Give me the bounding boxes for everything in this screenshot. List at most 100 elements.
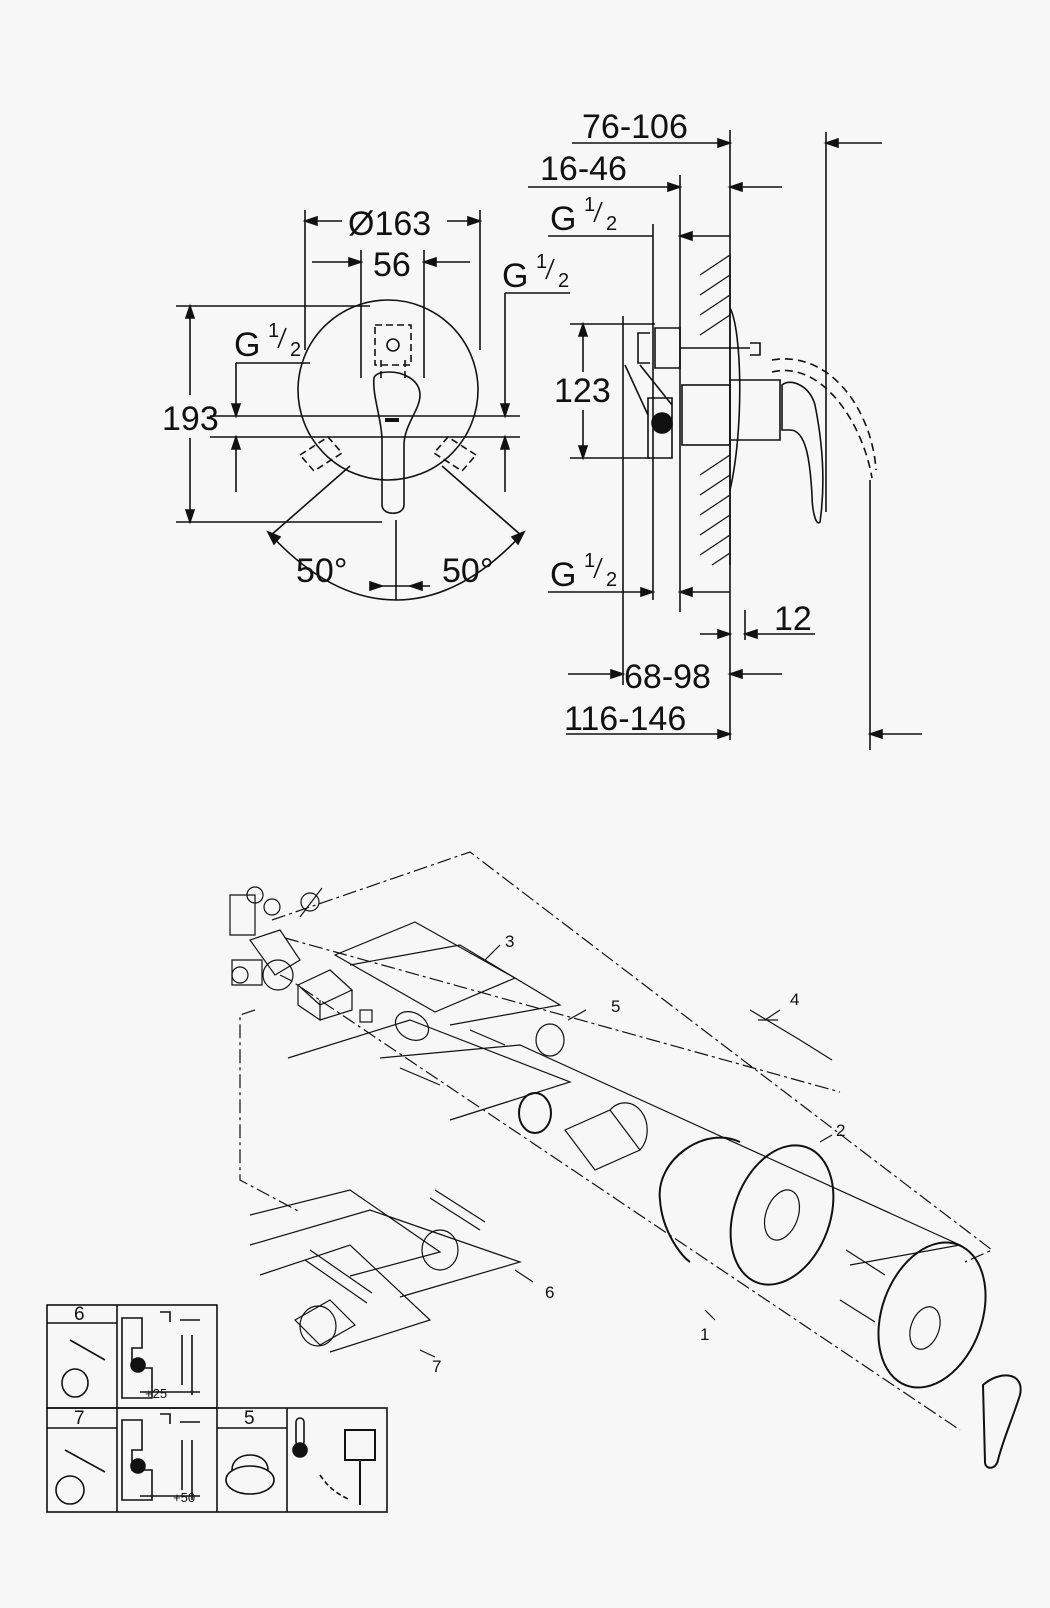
outlet-right — [432, 435, 478, 473]
diverter-5 — [535, 1023, 565, 1057]
outlet-left — [298, 435, 344, 473]
arrow — [499, 403, 511, 419]
lever-swing — [771, 358, 877, 471]
thread-num: 1 — [536, 251, 547, 273]
dim-76-106: 76-106 — [582, 108, 688, 146]
callout-1: 1 — [700, 1325, 709, 1344]
spindle-4 — [749, 1009, 833, 1061]
arrow — [717, 628, 733, 640]
callout-3: 3 — [505, 932, 514, 951]
arrow — [640, 586, 656, 598]
o-ring — [518, 1092, 552, 1134]
assembly-axes — [239, 851, 994, 1431]
mounting-plate — [729, 1144, 835, 1286]
side-view — [528, 130, 922, 750]
group-frames — [249, 921, 962, 1353]
outlet-port — [651, 412, 673, 434]
arrow — [727, 181, 743, 193]
dim-12: 12 — [774, 600, 812, 638]
arrow — [577, 321, 589, 337]
arrow — [499, 434, 511, 450]
valve-body — [229, 886, 301, 991]
escutcheon-side — [729, 307, 741, 491]
offset-50: +50 — [173, 1490, 195, 1505]
offset-25: +25 — [145, 1386, 167, 1401]
dim-116-146: 116-146 — [564, 700, 686, 738]
callout-leader — [419, 944, 833, 1358]
cell-6-pin — [69, 1339, 106, 1361]
thread-num: 1 — [584, 194, 595, 216]
angle-left-label: 50° — [296, 552, 347, 590]
part-7 — [294, 1249, 373, 1347]
long-screws — [839, 1249, 886, 1323]
arrow — [421, 256, 437, 268]
escutcheon-plate — [877, 1241, 987, 1389]
front-view — [176, 210, 570, 601]
cell-5-part — [225, 1454, 275, 1495]
thread-num: 1 — [584, 550, 595, 572]
thread-bottom-label: G 1 2 — [550, 550, 617, 594]
arrow — [677, 586, 693, 598]
arrow — [677, 230, 693, 242]
cell-6-diagram — [121, 1311, 200, 1399]
arrow — [184, 303, 196, 319]
arrow — [302, 215, 318, 227]
table-cell-5: 5 — [244, 1408, 255, 1429]
callout-2: 2 — [836, 1121, 845, 1140]
arrow — [577, 445, 589, 461]
arrow — [867, 728, 883, 740]
dim-56: 56 — [373, 246, 411, 284]
arrow — [348, 256, 364, 268]
arrow — [667, 181, 683, 193]
arrow — [717, 728, 733, 740]
thread-base: G — [234, 326, 260, 364]
rough-in-lower — [624, 364, 673, 459]
sleeve-part — [564, 1102, 648, 1171]
dim-193: 193 — [162, 400, 219, 438]
lever-handle — [372, 371, 421, 515]
cell-7-diagram — [121, 1413, 200, 1501]
thread-den: 2 — [558, 270, 569, 292]
thread-num: 1 — [268, 320, 279, 342]
table-cell-6: 6 — [74, 1304, 85, 1325]
no-symbol-icon — [299, 887, 323, 918]
slash — [277, 258, 555, 349]
angle-right-label: 50° — [442, 552, 493, 590]
cartridge — [296, 969, 373, 1023]
lever-part — [981, 1374, 1022, 1469]
arrow — [510, 530, 526, 546]
dim-16-46: 16-46 — [540, 150, 627, 188]
thermometer-icon — [292, 1417, 308, 1458]
arrow — [717, 137, 733, 149]
callout-7: 7 — [432, 1357, 441, 1376]
cell-7-pin — [64, 1449, 106, 1473]
angle-line — [269, 465, 351, 537]
sleeve — [681, 384, 731, 446]
slash — [593, 201, 603, 579]
thread-top-label: G 1 2 — [550, 194, 617, 238]
spacer-ring — [394, 1011, 430, 1041]
arrow — [184, 509, 196, 525]
thread-base: G — [550, 556, 576, 594]
exploded-view — [229, 851, 1022, 1469]
screw-3b — [399, 1067, 441, 1086]
angle-line — [441, 465, 523, 537]
cartridge-outline — [374, 324, 412, 380]
cell-7-cartridge — [55, 1475, 85, 1505]
thread-den: 2 — [606, 569, 617, 591]
callout-4: 4 — [790, 990, 799, 1009]
cell-6-cartridge — [61, 1368, 89, 1398]
rough-in-body — [637, 327, 761, 369]
cell-lever-diagram — [319, 1429, 376, 1505]
arrow — [230, 403, 242, 419]
arrow — [230, 434, 242, 450]
arrow — [727, 668, 743, 680]
thread-left-label: G 1 2 — [234, 320, 301, 364]
arrow — [742, 628, 758, 640]
thread-den: 2 — [290, 339, 301, 361]
lever-swing — [771, 369, 873, 479]
arrow — [610, 668, 626, 680]
arrow — [266, 530, 282, 546]
lever-side — [781, 381, 824, 524]
table-cell-7: 7 — [74, 1408, 85, 1429]
